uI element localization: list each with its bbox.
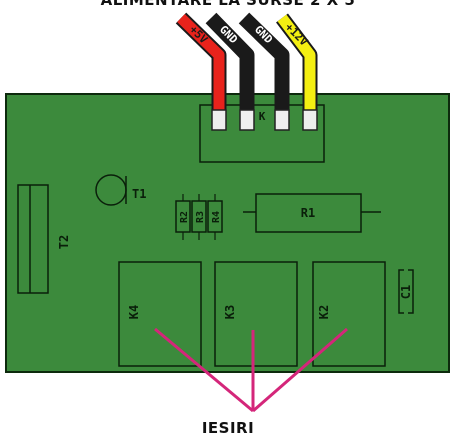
wire-gnd-2 <box>238 12 290 110</box>
output-line-k2 <box>252 327 348 413</box>
outputs-label: IESIRI <box>201 419 255 437</box>
pin-1 <box>211 109 227 131</box>
transformer-t2: T2 <box>17 184 71 294</box>
resistor-r1-label: R1 <box>301 206 315 220</box>
resistor-r1: R1 <box>243 193 381 233</box>
resistor-r4-label: R4 <box>211 211 222 223</box>
capacitor-c1-bracket-right <box>408 269 414 314</box>
wire-plus5v-fill <box>177 14 225 110</box>
resistor-r3-label: R3 <box>195 211 206 223</box>
pin-3 <box>274 109 290 131</box>
wire-plus12v-fill <box>277 14 316 110</box>
transformer-t2-outer <box>17 184 49 294</box>
capacitor-c1-bracket-left <box>398 269 404 314</box>
wire-gnd-1 <box>205 12 255 110</box>
pcb-board <box>5 93 450 373</box>
relay-k3-label: K3 <box>223 305 237 319</box>
pin-2 <box>239 109 255 131</box>
transistor-t1: T1 <box>95 174 146 206</box>
transformer-t2-label: T2 <box>57 235 71 249</box>
diagram-title: ALIMENTARE LA SURSE 2 X 5 <box>100 0 356 9</box>
relay-k4-label: K4 <box>127 305 141 319</box>
power-wires <box>175 12 318 110</box>
output-line-k4 <box>154 327 254 413</box>
relay-k4-body <box>118 261 202 367</box>
relay-k2-body <box>312 261 386 367</box>
resistor-r2-label: R2 <box>179 211 190 223</box>
relay-k2-label: K2 <box>317 305 331 319</box>
output-lines <box>154 327 348 413</box>
capacitor-c1-label: C1 <box>399 285 413 299</box>
connector-pins <box>211 109 318 131</box>
pin-4 <box>302 109 318 131</box>
transistor-t1-label: T1 <box>132 187 146 201</box>
relays: K4 K3 K2 <box>118 261 386 367</box>
resistor-r1-body <box>255 193 362 233</box>
connector-k-label: K <box>259 110 266 123</box>
resistor-r4-body <box>207 200 223 233</box>
resistor-r3-body <box>191 200 207 233</box>
resistor-r2-body <box>175 200 191 233</box>
resistors-small: R2 R3 R4 <box>175 194 223 240</box>
connector-k-outline <box>199 104 325 163</box>
relay-k3-body <box>214 261 298 367</box>
capacitor-c1: C1 <box>398 269 414 314</box>
